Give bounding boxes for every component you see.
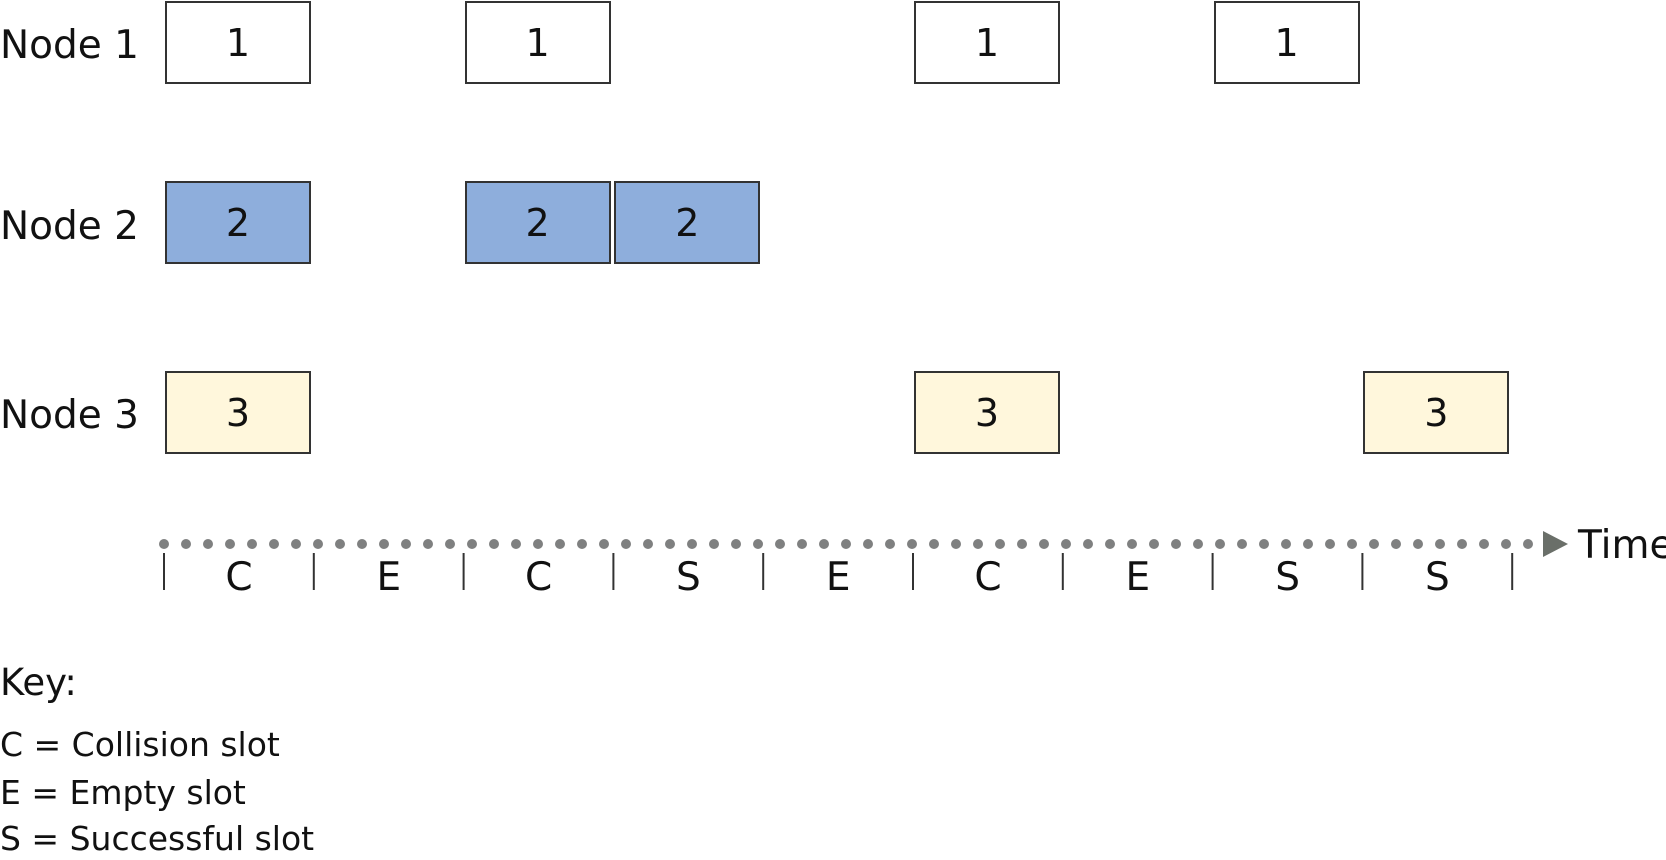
axis-dot — [423, 539, 433, 549]
axis-dot — [1149, 539, 1159, 549]
node-3-label: Node 3 — [0, 393, 139, 438]
node-2-label: Node 2 — [0, 204, 139, 249]
axis-dot — [951, 539, 961, 549]
axis-dot — [621, 539, 631, 549]
axis-dot — [709, 539, 719, 549]
axis-dot — [643, 539, 653, 549]
axis-dot — [1391, 539, 1401, 549]
axis-dot — [819, 539, 829, 549]
time-axis-label: Time — [1578, 523, 1666, 568]
axis-dot — [599, 539, 609, 549]
axis-dot — [1215, 539, 1225, 549]
axis-dot — [225, 539, 235, 549]
node-2-frame-slot-1: 2 — [165, 181, 311, 264]
axis-dot — [731, 539, 741, 549]
time-arrow-icon — [1543, 531, 1568, 557]
axis-dot — [1259, 539, 1269, 549]
slot-outcome-2: E — [376, 555, 402, 600]
axis-dot — [489, 539, 499, 549]
axis-dot — [995, 539, 1005, 549]
axis-dot — [797, 539, 807, 549]
axis-dot — [1017, 539, 1027, 549]
axis-dot — [1193, 539, 1203, 549]
axis-dot — [247, 539, 257, 549]
axis-dot — [1237, 539, 1247, 549]
axis-dot — [687, 539, 697, 549]
node-2-frame-slot-4: 2 — [614, 181, 761, 264]
axis-dot — [1325, 539, 1335, 549]
slot-outcome-1: C — [225, 555, 253, 600]
axis-dot — [445, 539, 455, 549]
node-3-frame-slot-1: 3 — [165, 371, 311, 454]
axis-dot — [1369, 539, 1379, 549]
axis-dot — [269, 539, 279, 549]
slot-outcome-7: E — [1125, 555, 1151, 600]
slot-outcome-5: E — [825, 555, 851, 600]
axis-dot — [555, 539, 565, 549]
axis-dot — [159, 539, 169, 549]
axis-dot — [1171, 539, 1181, 549]
axis-dot — [665, 539, 675, 549]
axis-dot — [1479, 539, 1489, 549]
axis-dot — [577, 539, 587, 549]
node-1-label: Node 1 — [0, 23, 139, 68]
slot-outcome-8: S — [1275, 555, 1300, 600]
axis-dot — [1347, 539, 1357, 549]
axis-dot — [885, 539, 895, 549]
slot-outcome-3: C — [524, 555, 553, 600]
axis-dot — [1281, 539, 1291, 549]
axis-dot — [753, 539, 763, 549]
axis-dot — [1303, 539, 1313, 549]
key-item-empty: E = Empty slot — [0, 773, 246, 812]
slot-outcome-4: S — [676, 555, 701, 600]
axis-dot — [863, 539, 873, 549]
axis-dot — [1083, 539, 1093, 549]
axis-dot — [1457, 539, 1467, 549]
node-1-frame-slot-6: 1 — [914, 1, 1060, 84]
node-3-frame-slot-9: 3 — [1363, 371, 1510, 454]
axis-dot — [203, 539, 213, 549]
axis-dot — [313, 539, 323, 549]
axis-dot — [1501, 539, 1511, 549]
key-item-collision: C = Collision slot — [0, 725, 280, 764]
node-1-frame-slot-8: 1 — [1213, 1, 1360, 84]
axis-dot — [1039, 539, 1049, 549]
axis-dot — [1523, 539, 1533, 549]
axis-dot — [973, 539, 983, 549]
axis-dot — [1105, 539, 1115, 549]
axis-dot — [291, 539, 301, 549]
axis-dot — [379, 539, 389, 549]
axis-dot — [401, 539, 411, 549]
axis-dot — [511, 539, 521, 549]
axis-dot — [841, 539, 851, 549]
slot-outcome-9: S — [1425, 555, 1450, 600]
node-1-frame-slot-3: 1 — [464, 1, 611, 84]
key-title: Key: — [0, 661, 77, 704]
axis-dot — [181, 539, 191, 549]
axis-dot — [335, 539, 345, 549]
axis-dot — [929, 539, 939, 549]
axis-dot — [775, 539, 785, 549]
axis-dot — [1061, 539, 1071, 549]
axis-dot — [907, 539, 917, 549]
key-item-successful: S = Successful slot — [0, 819, 315, 858]
axis-dot — [1435, 539, 1445, 549]
axis-dot — [1413, 539, 1423, 549]
node-1-frame-slot-1: 1 — [165, 1, 311, 84]
axis-dot — [533, 539, 543, 549]
axis-dot — [467, 539, 477, 549]
axis-dot — [1127, 539, 1137, 549]
slot-outcome-6: C — [974, 555, 1002, 600]
node-3-frame-slot-6: 3 — [914, 371, 1060, 454]
axis-dot — [357, 539, 367, 549]
node-2-frame-slot-3: 2 — [464, 181, 611, 264]
